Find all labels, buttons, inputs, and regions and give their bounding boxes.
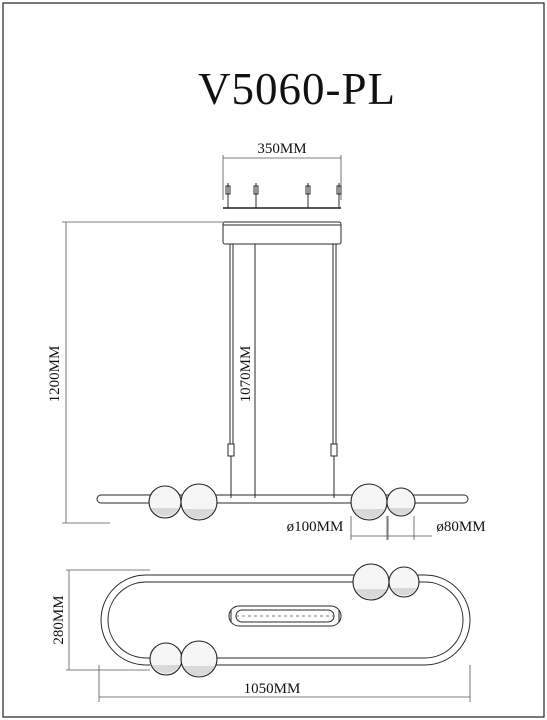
cable-length-label: 1070MM <box>238 346 254 403</box>
mounting-screws <box>223 183 342 209</box>
light-bar <box>96 494 469 504</box>
front-globes <box>148 483 416 521</box>
small-globe-diameter-label: ø80MM <box>436 519 485 535</box>
large-globe-diameter-label: ø100MM <box>287 519 344 535</box>
globe-diameter-dimensions: ø100MM ø80MM <box>287 516 486 540</box>
top-view-canopy <box>228 605 342 627</box>
total-height-label: 1200MM <box>47 346 63 403</box>
total-height-dimension: 1200MM <box>47 221 223 524</box>
top-view-depth-label: 280MM <box>51 595 67 644</box>
suspension-cables <box>227 244 338 498</box>
top-view-length-dimension: 1050MM <box>98 665 471 702</box>
front-view: 350MM 1200MM <box>47 141 486 540</box>
top-view: 280MM <box>51 563 471 702</box>
top-view-length-label: 1050MM <box>244 681 301 697</box>
canopy-width-label: 350MM <box>257 141 306 157</box>
canopy-width-dimension: 350MM <box>222 141 342 200</box>
top-view-globes <box>149 563 420 678</box>
product-title: V5060-PL <box>198 64 396 114</box>
top-view-depth-dimension: 280MM <box>51 569 150 671</box>
canopy <box>222 221 342 245</box>
oval-loop <box>100 574 471 666</box>
